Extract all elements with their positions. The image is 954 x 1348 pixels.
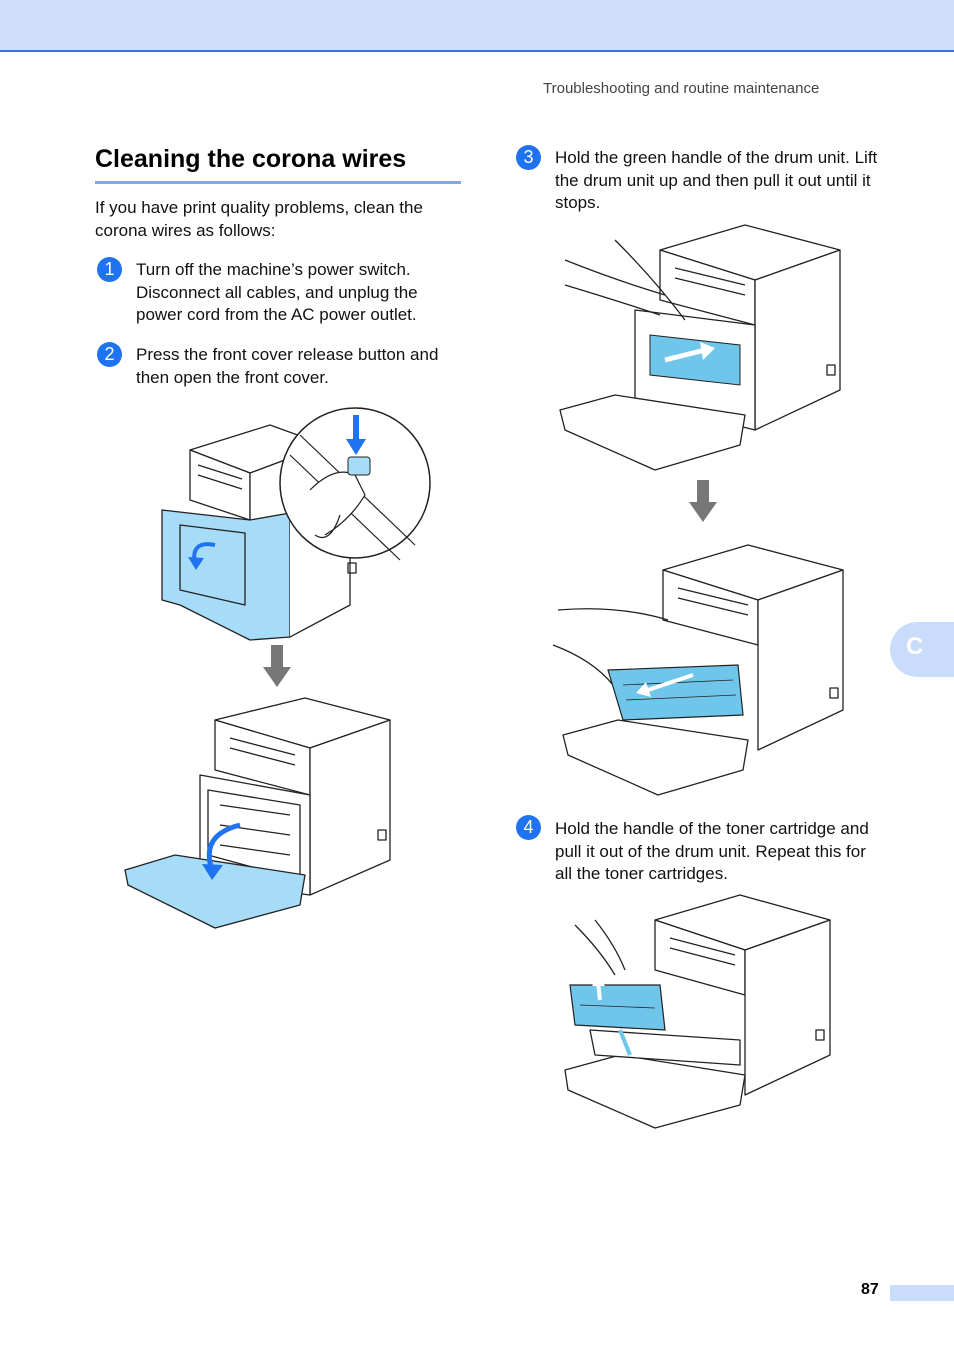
down-arrow-icon <box>263 645 291 687</box>
step-1-number: 1 <box>97 257 122 282</box>
drum-unit-lift-illustration <box>559 224 841 471</box>
drum-unit-pull-illustration <box>552 544 844 796</box>
step-2-text: Press the front cover release button and… <box>136 345 439 387</box>
toner-cartridge-pull-illustration <box>564 894 831 1129</box>
step-2-number: 2 <box>97 342 122 367</box>
intro-paragraph: If you have print quality problems, clea… <box>95 198 423 240</box>
step-4-text: Hold the handle of the toner cartridge a… <box>555 819 869 883</box>
top-band <box>0 0 954 52</box>
title-rule <box>95 181 461 184</box>
front-cover-open-illustration <box>124 697 391 929</box>
chapter-side-tab <box>890 622 954 677</box>
front-cover-release-illustration <box>161 407 431 641</box>
step-3-text: Hold the green handle of the drum unit. … <box>555 148 878 212</box>
running-header: Troubleshooting and routine maintenance <box>543 80 820 97</box>
page-number: 87 <box>861 1281 879 1298</box>
chapter-letter: C <box>906 633 924 660</box>
step-3-number: 3 <box>516 145 541 170</box>
step-1-text: Turn off the machine’s power switch. Dis… <box>136 260 418 324</box>
down-arrow-icon <box>689 480 717 522</box>
page-number-bar <box>890 1285 954 1301</box>
section-title: Cleaning the corona wires <box>95 145 407 173</box>
step-4-number: 4 <box>516 815 541 840</box>
